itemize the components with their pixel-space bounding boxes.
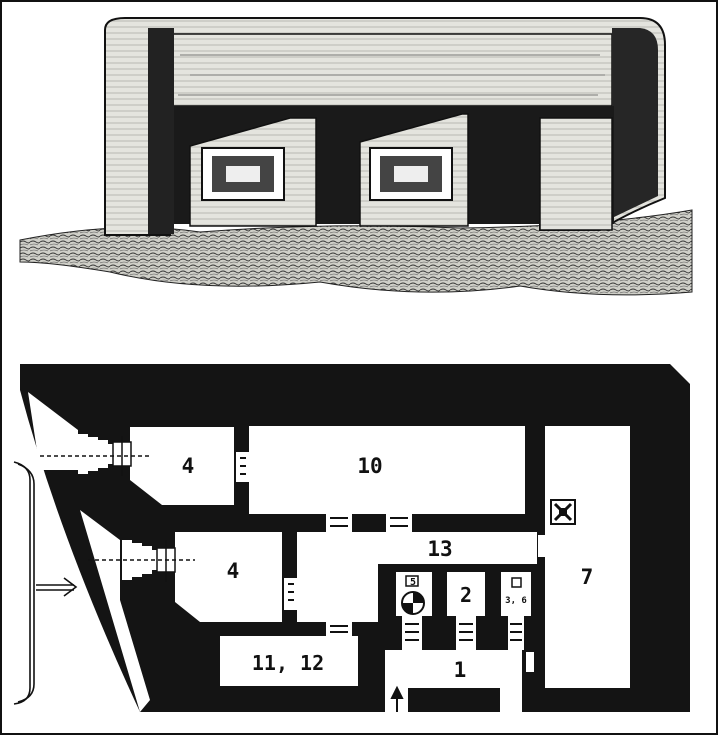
vent-square-icon — [511, 577, 522, 588]
right-end-shadow — [612, 28, 658, 218]
room-label-7: 7 — [581, 565, 594, 589]
room-2 — [447, 572, 485, 616]
right-wall-block — [539, 117, 613, 231]
periscope-icon — [401, 575, 425, 615]
room-label-3-6: 3, 6 — [505, 596, 527, 606]
embrasure-throat-upper — [28, 392, 78, 470]
room-label-1: 1 — [454, 658, 467, 682]
entrance-arrow-icon — [390, 685, 404, 712]
room-13 — [297, 532, 537, 622]
room-label-11-12: 11, 12 — [252, 651, 324, 675]
room-4-lower — [175, 532, 282, 622]
room-1 — [385, 650, 522, 712]
roof-slab — [171, 33, 613, 107]
room-label-5: 5 — [410, 577, 416, 588]
ventilator-icon — [550, 499, 576, 525]
room-label-4-upper: 4 — [182, 454, 195, 478]
embrasure-opening-left — [201, 147, 285, 201]
room-label-10: 10 — [357, 454, 382, 478]
bunker-floor-plan: 4 10 4 13 7 2 11, 12 1 5 3, 6 — [13, 364, 690, 712]
door-marks — [240, 457, 522, 641]
room-label-13: 13 — [427, 537, 452, 561]
room-4-upper — [130, 427, 234, 505]
ground-terrain — [19, 209, 693, 296]
left-pillar — [148, 28, 174, 234]
embrasure-opening-right — [369, 147, 453, 201]
field-of-fire-arrow-icon — [13, 461, 78, 705]
gun-mount-upper — [40, 436, 150, 476]
gun-mount-lower — [88, 540, 195, 582]
room-label-4-lower: 4 — [227, 559, 240, 583]
roof-lines — [178, 54, 605, 96]
room-7 — [545, 426, 630, 688]
bunker-elevation — [19, 17, 693, 296]
room-11-12 — [220, 636, 358, 686]
room-10 — [249, 426, 525, 514]
room-label-2: 2 — [460, 583, 472, 607]
